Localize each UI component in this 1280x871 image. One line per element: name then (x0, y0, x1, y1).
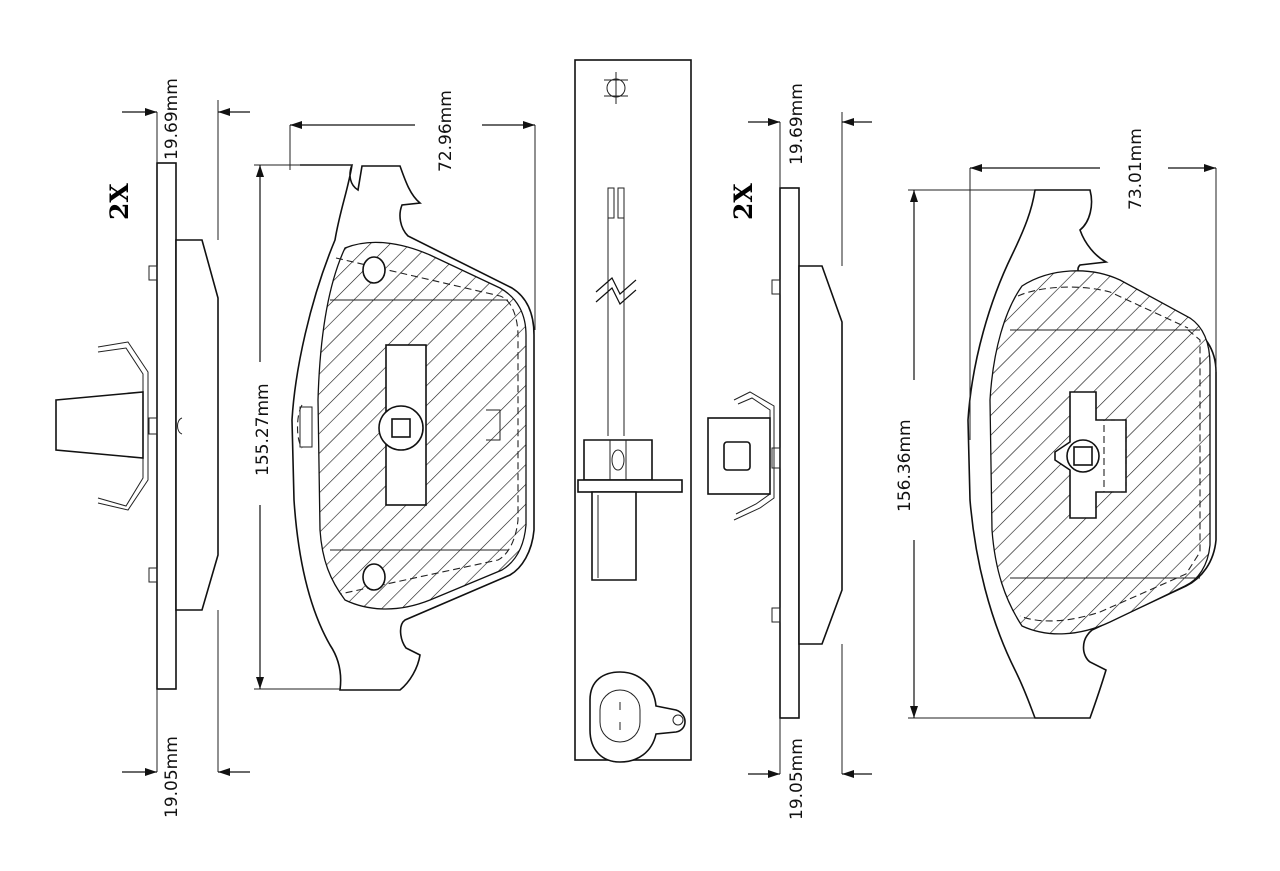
left-dim-bottom-label: 19.05mm (162, 736, 182, 818)
left-friction-side (175, 239, 219, 611)
left-backing-plate (156, 162, 177, 690)
sensor-body (583, 439, 653, 481)
left-dim-width-label: 72.96mm (436, 90, 456, 172)
sensor-cable (607, 218, 625, 436)
left-tab-top (148, 265, 158, 281)
left-pad-boss-square (391, 418, 411, 438)
left-pad-quantity-label: 2X (105, 183, 134, 220)
right-pad-wear-outline (1017, 286, 1201, 622)
sensor-flange (577, 479, 683, 493)
sensor-pin-icon (604, 72, 628, 104)
left-tab-mid (148, 417, 158, 435)
right-dim-bottom-label: 19.05mm (787, 738, 807, 820)
sensor-panel-frame (574, 59, 692, 761)
sensor-connector-plug (589, 671, 686, 763)
sensor-probe (591, 491, 637, 581)
right-pad-front-view: 73.01mm 156.36mm (895, 128, 1217, 719)
left-pad-side-view: 2X 19.69mm 19.05mm (55, 78, 250, 818)
left-pad-wear-outline (335, 257, 519, 595)
left-tab-bottom (148, 567, 158, 583)
right-pad-quantity-label: 2X (729, 183, 758, 220)
cable-break-mark (595, 277, 637, 305)
left-clip-tongue (55, 391, 144, 459)
left-dim-top-label: 19.69mm (162, 78, 182, 160)
right-pad-side-view: 2X 19.69mm 19.05mm (707, 83, 872, 820)
left-pad-front-view: 72.96mm 155.27mm (253, 90, 536, 691)
wear-sensor-panel (574, 59, 692, 763)
right-dim-width-label: 73.01mm (1126, 128, 1146, 210)
left-clip-hook (177, 417, 183, 435)
left-dim-height-label: 155.27mm (253, 383, 273, 476)
right-dim-top-label: 19.69mm (787, 83, 807, 165)
right-clip-window (723, 441, 751, 471)
right-friction-side (798, 265, 843, 645)
right-backing-plate (779, 187, 800, 719)
right-dim-height-label: 156.36mm (895, 419, 915, 512)
